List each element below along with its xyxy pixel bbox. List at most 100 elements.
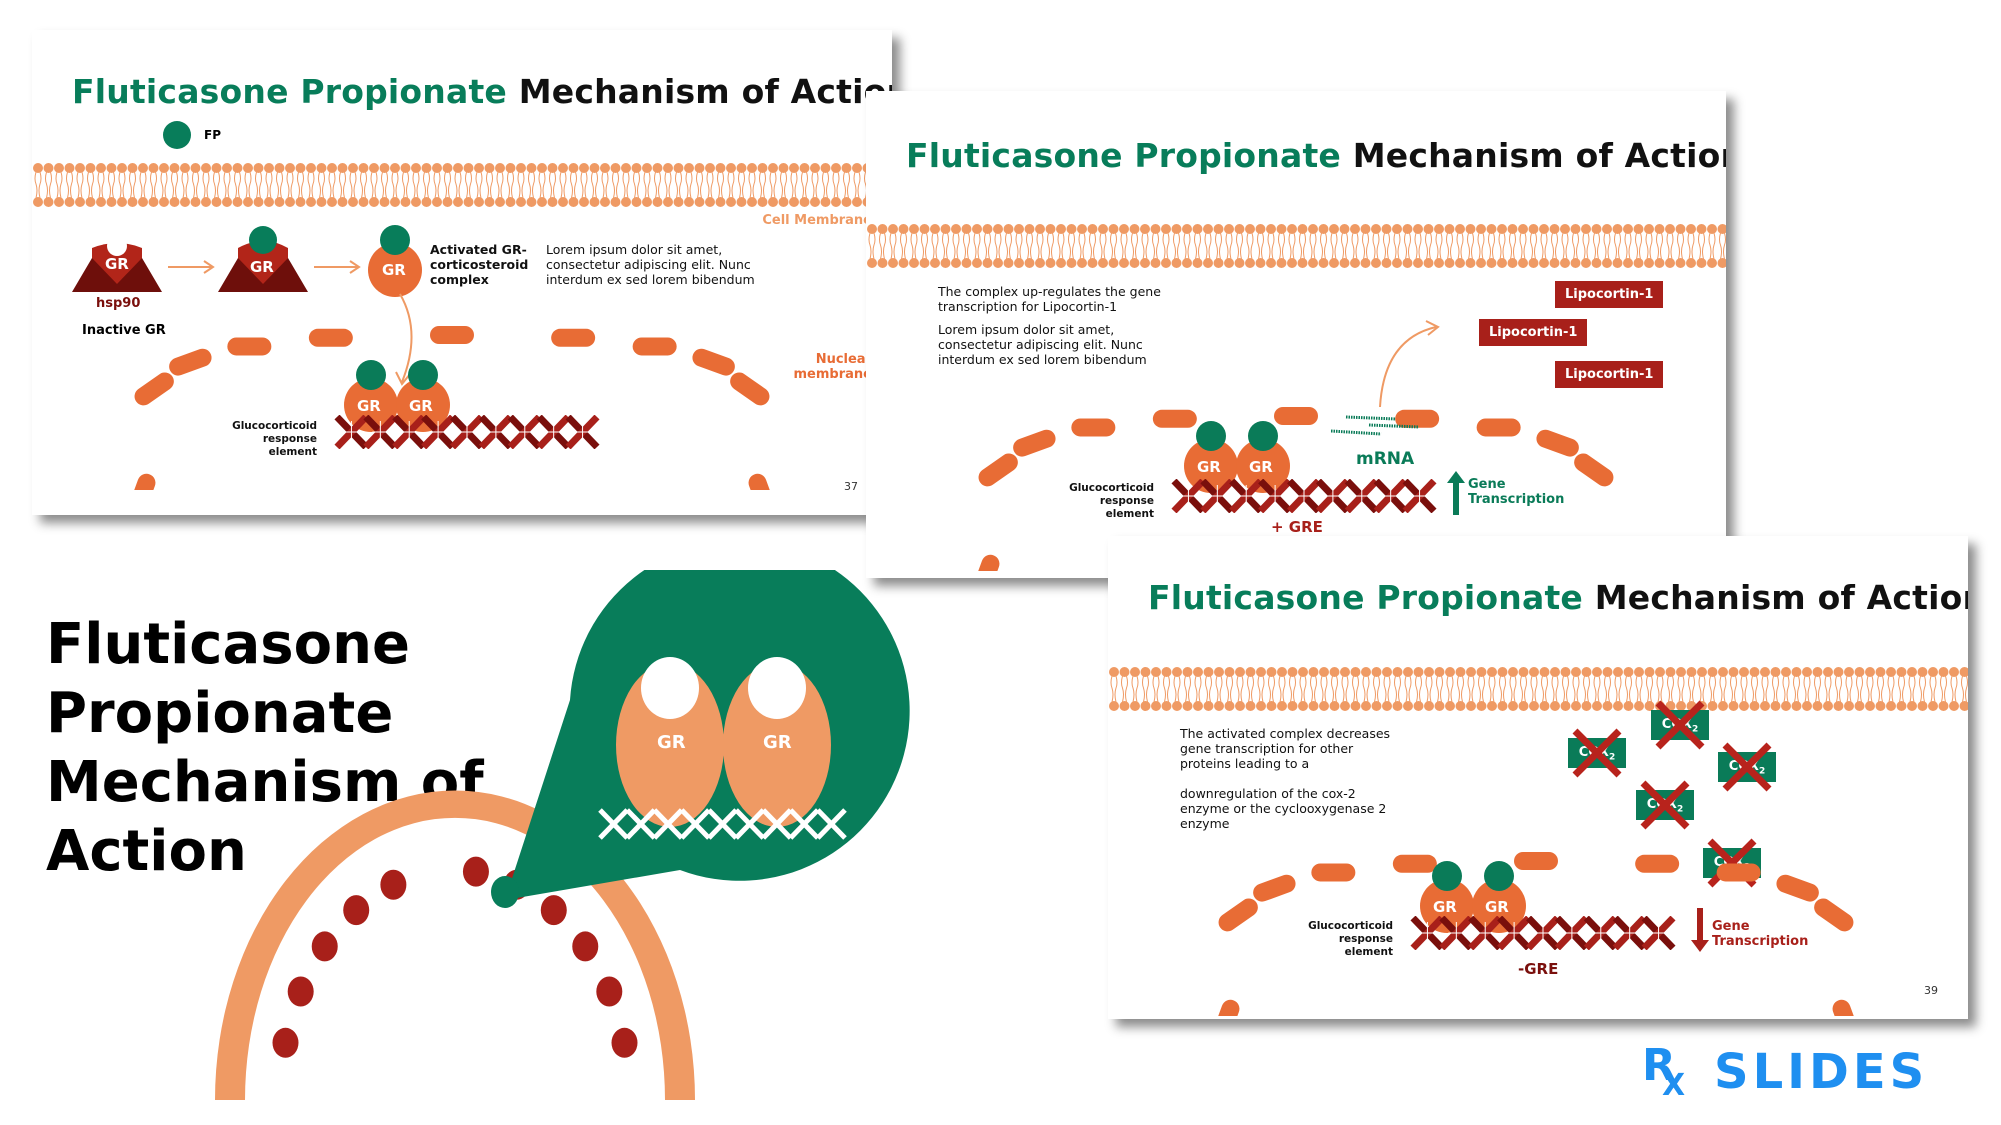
- slide-title: Fluticasone Propionate Mechanism of Acti…: [1148, 578, 1968, 617]
- dna-helix: [334, 415, 600, 449]
- gre-label: Glucocorticoid response element: [1308, 920, 1393, 958]
- membrane-segment: [1218, 898, 1258, 932]
- hsp90-label: hsp90: [96, 296, 141, 311]
- lipocortin-box: Lipocortin-1: [1555, 281, 1664, 308]
- activated-complex-label: Activated GR- corticosteroid complex: [430, 242, 529, 287]
- membrane-segment: [308, 328, 353, 347]
- slide-38: Fluticasone Propionate Mechanism of Acti…: [866, 91, 1726, 578]
- membrane-pore-dot: [343, 895, 370, 926]
- membrane-segment: [1395, 409, 1440, 428]
- arrow-down-icon: [1691, 908, 1709, 952]
- membrane-segment: [1392, 854, 1437, 873]
- cell-membrane: [867, 224, 1726, 268]
- gr-fp-hsp90-icon: [218, 226, 308, 292]
- page-number: 37: [844, 480, 858, 493]
- membrane-pore-dot: [287, 976, 314, 1007]
- membrane-pore-dot: [311, 931, 338, 962]
- slide-39: Fluticasone Propionate Mechanism of Acti…: [1108, 536, 1968, 1019]
- inactive-gr-hsp90-icon: [72, 240, 162, 292]
- mrna-label: mRNA: [1356, 449, 1415, 469]
- description-text: downregulation of the cox-2 enzyme or th…: [1180, 786, 1387, 831]
- cox2-box: COX2: [1718, 742, 1776, 792]
- membrane-segment: [1152, 409, 1197, 428]
- mrna-strands-icon: [1331, 415, 1420, 436]
- gr-label: GR: [1433, 898, 1457, 916]
- fp-label: FP: [204, 128, 221, 142]
- slide-title: Fluticasone Propionate Mechanism of Acti…: [72, 72, 892, 111]
- membrane-segment: [430, 326, 474, 344]
- cross-out-icon: [1722, 742, 1772, 792]
- membrane-segment: [1536, 429, 1579, 457]
- fp-molecule-icon: [356, 360, 386, 390]
- membrane-segment: [1253, 874, 1296, 902]
- dna-helix-white: [598, 808, 847, 840]
- membrane-segment: [632, 337, 677, 356]
- gr-label: GR: [1249, 458, 1273, 476]
- membrane-segment: [1514, 852, 1558, 870]
- fp-molecule-icon: [163, 121, 191, 149]
- gr-label: GR: [357, 397, 381, 415]
- membrane-segment: [972, 554, 1000, 571]
- gr-label: GR: [250, 258, 274, 276]
- page-number: 39: [1924, 984, 1938, 997]
- logo-rx-x: X: [1662, 1068, 1686, 1103]
- gr-dimer: GR GR: [1420, 861, 1530, 933]
- membrane-segment: [1635, 854, 1680, 873]
- lipocortin-box: Lipocortin-1: [1479, 319, 1588, 346]
- slide-title: Fluticasone Propionate Mechanism of Acti…: [906, 136, 1726, 175]
- membrane-segment: [748, 473, 776, 490]
- gr-label: GR: [409, 397, 433, 415]
- membrane-segment: [1071, 418, 1116, 437]
- gre-sign: + GRE: [1271, 518, 1323, 536]
- nuclear-membrane-label: Nuclear membrane: [793, 352, 872, 382]
- fp-molecule-icon: [1248, 421, 1278, 451]
- membrane-segment: [1574, 453, 1614, 487]
- cox2-box: COX2: [1651, 700, 1709, 750]
- membrane-segment: [227, 337, 272, 356]
- arrow-right-icon: [314, 260, 361, 274]
- gre-label: Glucocorticoid response element: [1069, 482, 1154, 520]
- lorem-text: Lorem ipsum dolor sit amet, consectetur …: [938, 322, 1147, 367]
- gr-label: GR: [1485, 898, 1509, 916]
- logo-rx-r: R: [1642, 1040, 1676, 1091]
- fp-molecule-icon: [1432, 861, 1462, 891]
- membrane-segment: [1476, 418, 1521, 437]
- membrane-pore-dot: [611, 1027, 638, 1058]
- description-text: The activated complex decreases gene tra…: [1180, 726, 1391, 771]
- description-text: The complex up-regulates the gene transc…: [938, 284, 1161, 314]
- cell-membrane: [33, 163, 892, 207]
- fp-molecule-icon: [1196, 421, 1226, 451]
- membrane-segment: [1716, 863, 1761, 882]
- gr-label: GR: [657, 732, 686, 753]
- nuclear-membrane: [128, 326, 776, 490]
- inactive-gr-label: Inactive GR: [82, 323, 166, 338]
- logo-text: SLIDES: [1714, 1044, 1929, 1100]
- cross-out-icon: [1640, 780, 1690, 830]
- arrow-curved-up-icon: [1379, 320, 1440, 408]
- gr-label: GR: [763, 732, 792, 753]
- gr-label: GR: [105, 255, 129, 273]
- dna-helix: [1410, 916, 1676, 950]
- cover-illustration: [215, 570, 910, 1100]
- arrow-up-icon: [1447, 471, 1465, 515]
- slide-37: Fluticasone Propionate Mechanism of Acti…: [32, 30, 892, 515]
- membrane-segment: [169, 348, 212, 376]
- lorem-text: Lorem ipsum dolor sit amet, consectetur …: [546, 242, 755, 287]
- membrane-segment: [128, 473, 156, 490]
- fp-molecule-icon: [408, 360, 438, 390]
- membrane-pore-dot: [272, 1027, 299, 1058]
- membrane-segment: [730, 372, 770, 406]
- cross-out-icon: [1655, 700, 1705, 750]
- membrane-segment: [1814, 898, 1854, 932]
- membrane-pore-dot: [380, 869, 407, 900]
- gene-transcription-label: Gene Transcription: [1468, 477, 1565, 507]
- membrane-segment: [1274, 407, 1318, 425]
- membrane-segment: [551, 328, 596, 347]
- membrane-segment: [978, 453, 1018, 487]
- gre-sign: -GRE: [1518, 960, 1559, 978]
- arrow-curved-icon: [395, 293, 413, 386]
- cover-title: Fluticasone Propionate Mechanism of Acti…: [46, 612, 484, 884]
- lipocortin-box: Lipocortin-1: [1555, 361, 1664, 388]
- dna-helix: [1171, 479, 1437, 513]
- membrane-segment: [1013, 429, 1056, 457]
